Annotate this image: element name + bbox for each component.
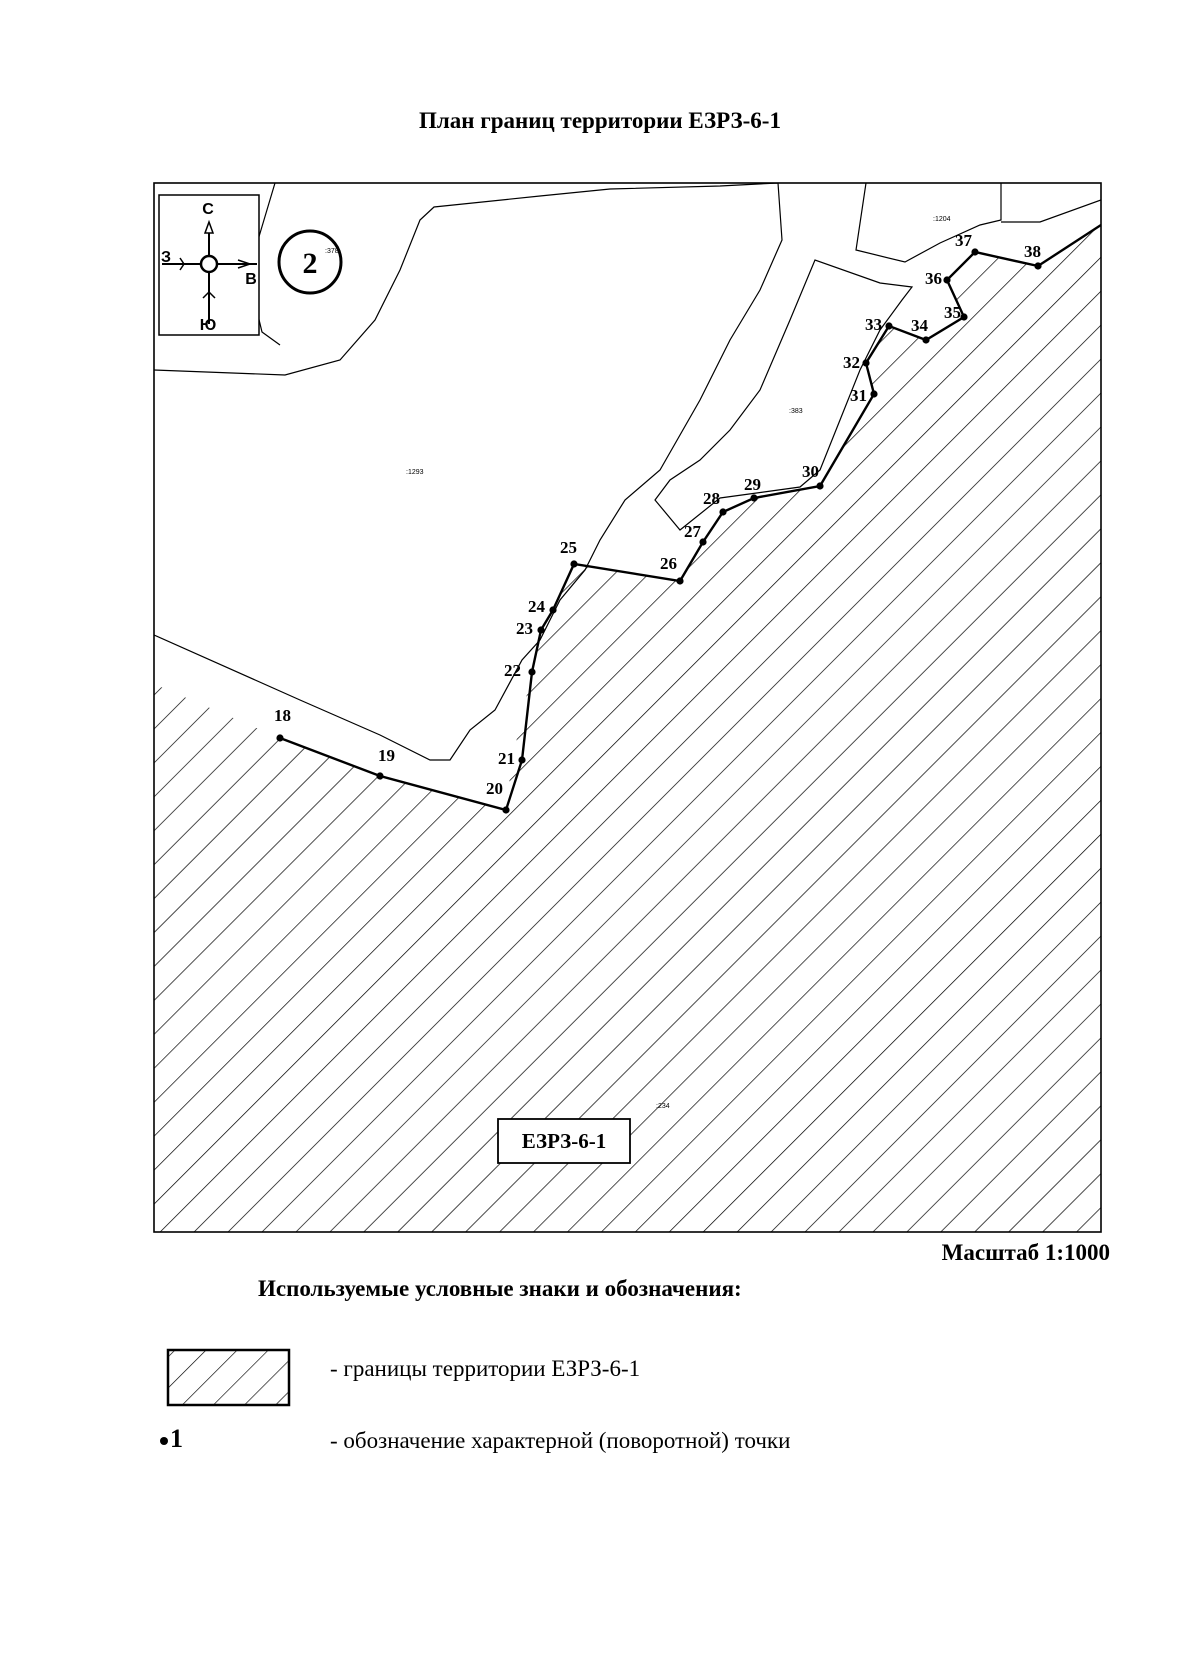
parcel-label-378: :378 <box>325 248 339 255</box>
turning-point-26 <box>676 577 684 585</box>
turning-point-30 <box>816 482 824 490</box>
parcel-label-383: :383 <box>789 408 803 415</box>
turning-point-label-35: 35 <box>944 303 961 322</box>
territory-label-box: ЕЗРЗ-6-1 <box>497 1118 631 1164</box>
zone-number-badge: 2 <box>277 229 343 295</box>
parcel-label-1293: :1293 <box>406 469 424 476</box>
compass-west-label: З <box>161 249 171 266</box>
turning-point-label-24: 24 <box>528 597 546 616</box>
turning-point-label-32: 32 <box>843 353 860 372</box>
turning-point-38 <box>1034 262 1042 270</box>
turning-point-28 <box>719 508 727 516</box>
turning-point-label-37: 37 <box>955 231 973 250</box>
turning-point-24 <box>549 606 557 614</box>
compass-north-label: С <box>202 201 214 218</box>
turning-point-37 <box>971 248 979 256</box>
legend-hatch-swatch <box>166 1348 291 1407</box>
turning-point-label-29: 29 <box>744 475 761 494</box>
turning-point-35 <box>960 313 968 321</box>
point-dot-icon <box>160 1437 168 1446</box>
turning-point-label-36: 36 <box>925 269 942 288</box>
turning-point-21 <box>518 756 526 764</box>
turning-point-31 <box>870 390 878 398</box>
territory-label: ЕЗРЗ-6-1 <box>522 1129 607 1153</box>
boundary-line <box>279 223 1101 812</box>
turning-point-label-38: 38 <box>1024 242 1041 261</box>
parcel-outline-road <box>154 183 783 761</box>
turning-point-label-31: 31 <box>850 386 867 405</box>
turning-point-32 <box>862 359 870 367</box>
map-frame <box>153 182 1102 1233</box>
turning-point-label-19: 19 <box>378 746 395 765</box>
turning-point-label-27: 27 <box>684 522 702 541</box>
turning-point-label-26: 26 <box>660 554 677 573</box>
legend-title: Используемые условные знаки и обозначени… <box>258 1276 742 1301</box>
parcel-outline-1204 <box>855 183 1002 263</box>
turning-point-22 <box>528 668 536 676</box>
legend-point-symbol: 1 <box>160 1424 183 1454</box>
compass-rose: С Ю З В <box>158 194 260 336</box>
turning-point-label-21: 21 <box>498 749 515 768</box>
turning-point-label-34: 34 <box>911 316 929 335</box>
turning-point-33 <box>885 322 893 330</box>
legend-item-boundary-text: - границы территории ЕЗРЗ-6-1 <box>330 1356 641 1381</box>
turning-point-18 <box>276 734 284 742</box>
turning-point-label-18: 18 <box>274 706 291 725</box>
legend-item-point-text: - обозначение характерной (поворотной) т… <box>330 1428 791 1453</box>
turning-point-36 <box>943 276 951 284</box>
turning-point-34 <box>922 336 930 344</box>
compass-south-label: Ю <box>200 317 217 334</box>
turning-point-27 <box>699 538 707 546</box>
turning-point-label-33: 33 <box>865 315 882 334</box>
turning-point-19 <box>376 772 384 780</box>
map-scale: Масштаб 1:1000 <box>941 1240 1110 1265</box>
compass-east-label: В <box>245 271 257 288</box>
compass-center <box>199 254 219 274</box>
parcel-outline-383 <box>654 259 914 531</box>
page-title: План границ территории ЕЗРЗ-6-1 <box>419 108 781 133</box>
turning-point-label-25: 25 <box>560 538 577 557</box>
turning-point-label-22: 22 <box>504 661 521 680</box>
parcel-label-1204: :1204 <box>933 216 951 223</box>
turning-point-20 <box>502 806 510 814</box>
turning-point-label-23: 23 <box>516 619 533 638</box>
turning-point-label-28: 28 <box>703 489 720 508</box>
parcel-label-234: :234 <box>656 1103 670 1110</box>
zone-number: 2 <box>303 247 318 280</box>
legend-point-number: 1 <box>170 1424 183 1453</box>
turning-point-label-30: 30 <box>802 462 819 481</box>
turning-point-label-20: 20 <box>486 779 503 798</box>
territory-area <box>154 225 1101 1232</box>
turning-point-29 <box>750 494 758 502</box>
turning-point-23 <box>537 626 545 634</box>
parcel-outline-corner <box>1001 199 1101 223</box>
turning-point-25 <box>570 560 578 568</box>
